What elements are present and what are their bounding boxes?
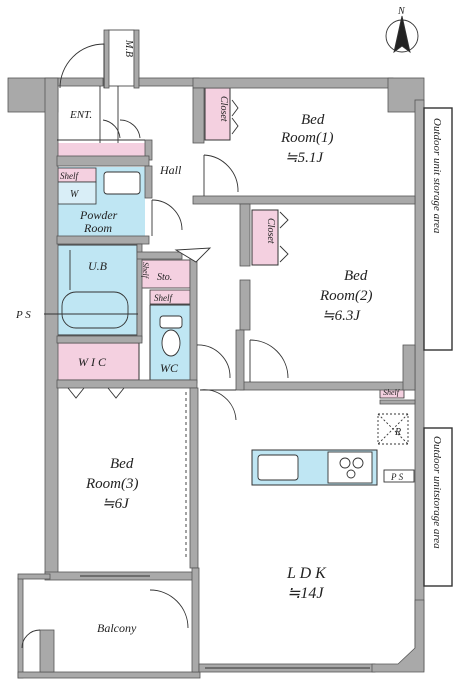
wall-hall-mid xyxy=(235,329,245,391)
ps-kitchen-box xyxy=(383,469,415,483)
wall-bottom-right-corner xyxy=(371,599,425,673)
label-outdoor-top: Outdoor unit storage area xyxy=(431,118,443,234)
wall-mb-edge-right xyxy=(133,29,140,89)
label-ldk: L D K xyxy=(286,565,327,582)
wall-bed2-left xyxy=(239,203,251,267)
wall-bed2-column xyxy=(402,344,416,391)
powder-door xyxy=(151,199,183,231)
ub-door xyxy=(174,247,212,263)
label-bed2-line1: Bed xyxy=(344,268,368,284)
wall-storage-top xyxy=(136,251,183,260)
closet1-door xyxy=(231,99,239,117)
wall-powder-right xyxy=(144,165,153,199)
wall-powder-top xyxy=(56,155,150,167)
closet2-door-2 xyxy=(279,245,289,263)
wall-bed1-bottom xyxy=(192,195,416,205)
powder-sink xyxy=(103,171,141,195)
label-ps-kitchen: P S xyxy=(390,472,404,482)
label-bed1-line2: Room(1) xyxy=(280,130,334,146)
ent-door-arc xyxy=(102,119,121,139)
fills xyxy=(56,87,405,486)
label-storage: Sto. xyxy=(157,272,172,283)
label-ldk-size: ≒14J xyxy=(287,585,324,602)
wall-top-bed1 xyxy=(192,77,394,89)
label-ps-left: P S xyxy=(15,309,31,321)
label-r: R xyxy=(394,427,401,438)
wall-left-outer xyxy=(44,77,59,579)
wall-corridor-bottom xyxy=(56,379,198,389)
bed2-door xyxy=(249,339,289,379)
outdoor-storage-bottom xyxy=(423,427,453,587)
label-shelf-wc: Shelf xyxy=(154,293,173,303)
label-bed1-size: ≒5.1J xyxy=(285,150,324,166)
label-hall: Hall xyxy=(159,163,182,177)
label-bed2-size: ≒6.3J xyxy=(322,308,361,324)
balcony-bottom-rail xyxy=(17,671,201,679)
label-shelf-ldk: Shelf xyxy=(383,388,401,397)
balcony-left-stub xyxy=(39,629,55,673)
bathtub xyxy=(61,291,129,329)
wc-door xyxy=(196,344,231,379)
balcony-door xyxy=(149,589,189,629)
closet2-door xyxy=(279,211,289,229)
label-wc: WC xyxy=(160,361,179,375)
wall-kitchen-ps xyxy=(379,399,416,405)
label-bed2-line2: Room(2) xyxy=(319,288,373,304)
closet-1-area xyxy=(204,87,231,141)
storage-area xyxy=(139,259,191,289)
kitchen-sink xyxy=(257,454,299,481)
labels: N M.B ENT. Hall Closet Closet Bed Room(1… xyxy=(15,6,443,635)
kitchen-stove xyxy=(327,451,373,484)
ldk-door xyxy=(199,389,237,421)
label-wic: W I C xyxy=(78,355,107,369)
doors-and-lines xyxy=(21,15,453,669)
closet-2-area xyxy=(251,209,279,266)
balcony-door-left xyxy=(21,629,41,649)
label-bed3-line2: Room(3) xyxy=(85,476,139,492)
toilet xyxy=(161,329,181,357)
compass-needle-icon xyxy=(393,15,411,54)
wic-door-1 xyxy=(67,387,85,399)
wall-top-middle xyxy=(138,77,200,87)
wall-mb-box xyxy=(107,29,135,87)
label-bed1-line1: Bed xyxy=(301,112,325,128)
outdoor-storage-top xyxy=(423,107,453,351)
label-bed3-line1: Bed xyxy=(110,456,134,472)
compass-label: N xyxy=(397,6,406,17)
wall-ldk-left-lower xyxy=(191,567,200,673)
label-ub: U.B xyxy=(88,259,108,273)
wall-mb-edge-left xyxy=(103,29,110,89)
label-outdoor-bottom: Outdoor unitstorage area xyxy=(431,436,443,549)
balcony-left-rail xyxy=(17,577,24,679)
wall-wic-top xyxy=(56,335,143,344)
wall-wc-right xyxy=(189,257,198,384)
wall-top-left xyxy=(57,77,104,87)
ent-door-arc-2 xyxy=(119,119,141,139)
label-powder-line1: Powder xyxy=(79,208,118,222)
label-shelf-ub: Shelf xyxy=(141,262,150,280)
label-shelf-ent: Shelf xyxy=(60,171,79,181)
closet1-door-2 xyxy=(231,117,239,135)
wall-right-outer xyxy=(414,99,425,671)
balcony-top-rail xyxy=(17,573,51,580)
label-powder-line2: Room xyxy=(83,221,112,235)
label-bed3-size: ≒6J xyxy=(102,496,130,512)
label-ent: ENT. xyxy=(69,109,92,121)
entrance-floor xyxy=(57,143,145,156)
wall-powder-bottom xyxy=(56,235,150,245)
bed1-door xyxy=(203,154,239,193)
wall-bed3-right xyxy=(189,387,199,569)
label-w: W xyxy=(70,189,80,200)
wic-door-2 xyxy=(107,387,125,399)
wall-bed2-left-lower xyxy=(239,279,251,331)
label-closet-2: Closet xyxy=(265,218,276,244)
wall-bed1-left xyxy=(192,87,205,144)
label-mb: M.B xyxy=(123,39,134,57)
label-closet-1: Closet xyxy=(218,96,229,122)
entrance-door-swing xyxy=(59,43,105,89)
label-balcony: Balcony xyxy=(97,621,137,635)
